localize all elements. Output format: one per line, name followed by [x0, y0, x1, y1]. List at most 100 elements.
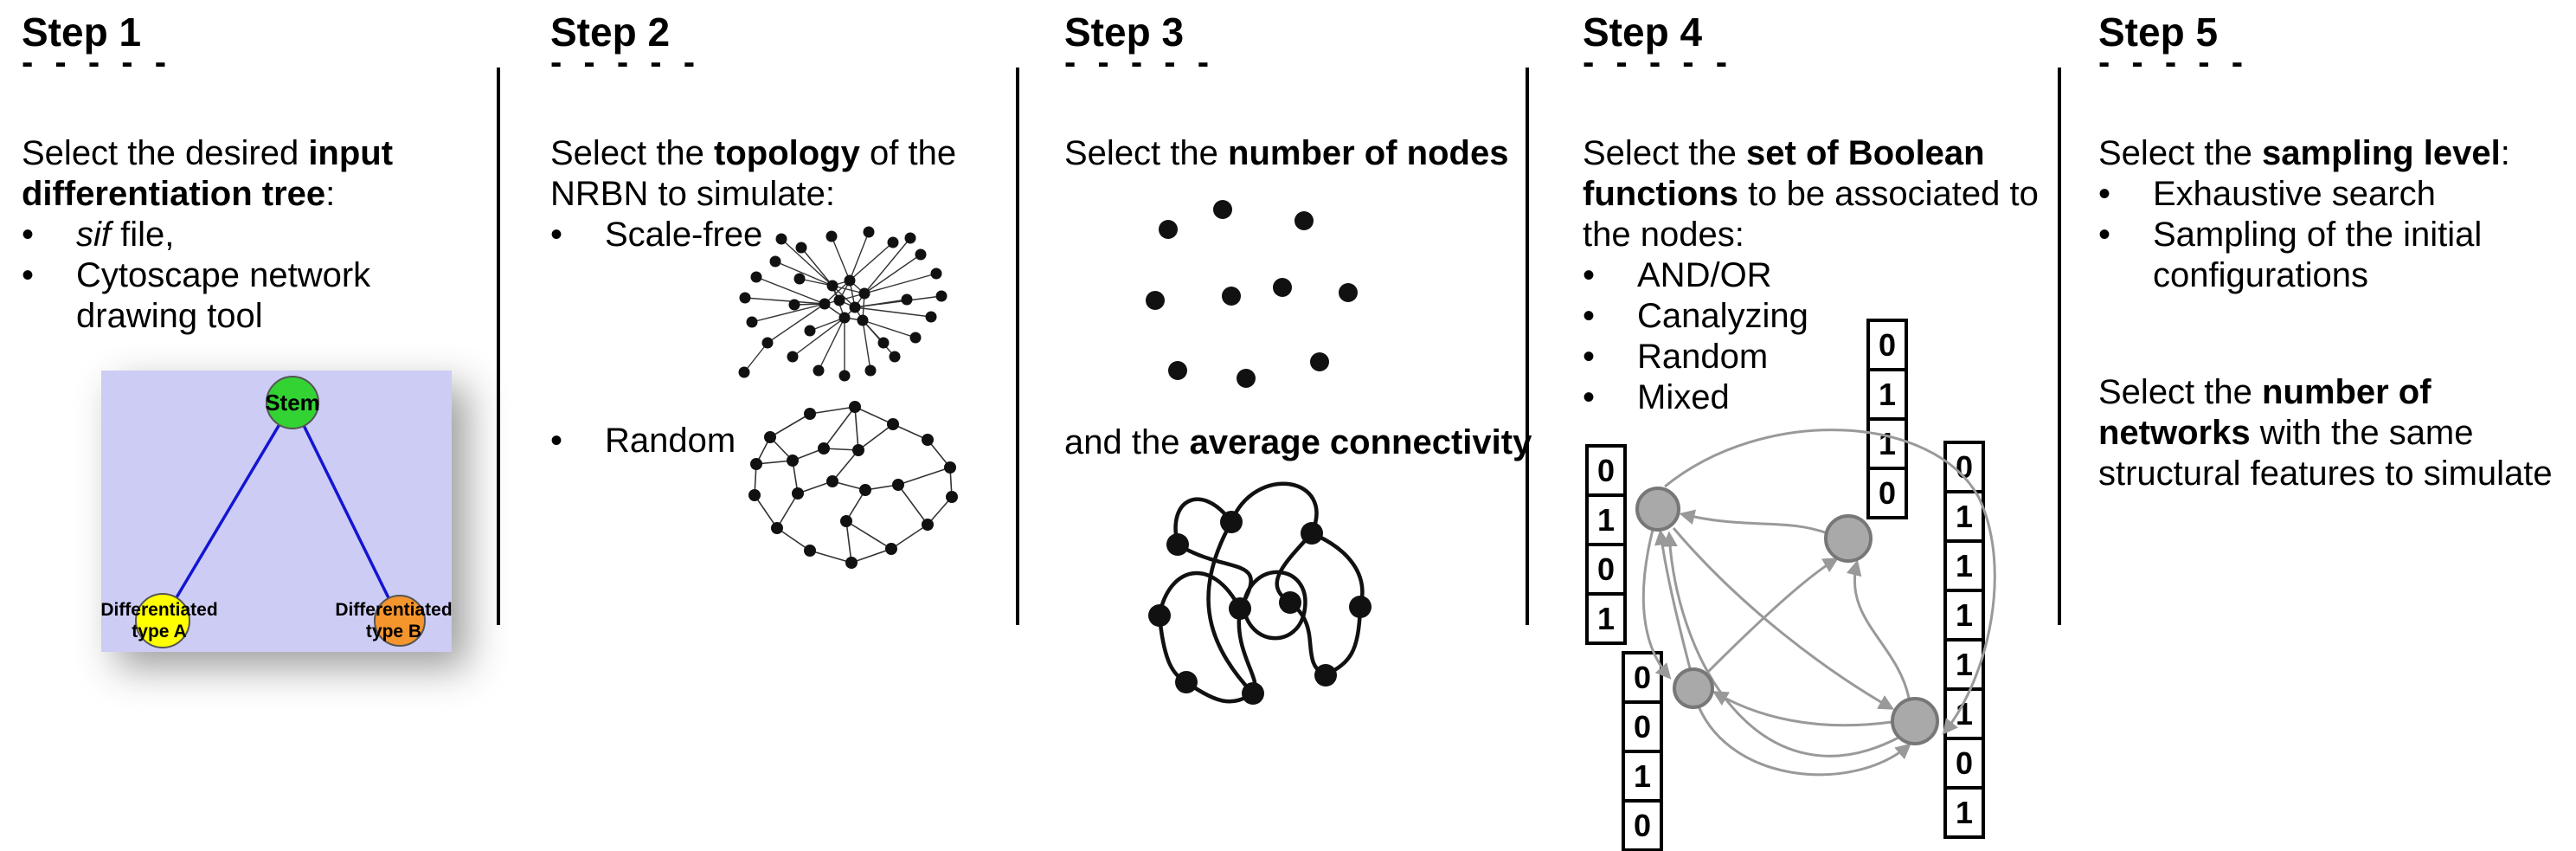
net-node: [825, 230, 838, 242]
boolean-network-graphic: [1635, 429, 1996, 777]
net-node: [852, 444, 864, 456]
type-b-node: [374, 595, 426, 647]
net-node: [1891, 697, 1939, 745]
paragraph-line: and the average connectivity: [1064, 423, 1532, 461]
net-node: [922, 434, 934, 446]
binary-cell: 1: [1866, 417, 1908, 470]
net-node: [1213, 200, 1232, 219]
net-edge: [1697, 706, 1911, 777]
paragraph-line: Select the topology of the: [550, 134, 957, 172]
net-node: [739, 292, 751, 304]
net-node: [1242, 682, 1264, 705]
net-edge: [797, 480, 833, 494]
net-node: [1148, 604, 1171, 627]
net-edge: [1664, 429, 1996, 735]
net-node: [775, 233, 787, 245]
net-node: [922, 519, 934, 531]
bullet-sampling: •Sampling of the initial: [2098, 216, 2483, 254]
net-node: [826, 280, 838, 292]
step-1-paragraph: Select the desired input differentiation…: [22, 133, 393, 337]
net-edge: [890, 524, 928, 550]
binary-cell: 0: [1866, 319, 1908, 371]
binary-cell: 1: [1943, 786, 1985, 839]
net-edge: [781, 238, 833, 287]
net-node: [813, 364, 825, 377]
step-5-paragraph: Select the sampling level: •Exhaustive s…: [2098, 133, 2510, 296]
net-edge: [854, 406, 894, 425]
net-edge: [1241, 570, 1307, 641]
bullet-sif-file: •sif file,: [22, 216, 175, 254]
paragraph-line: differentiation tree:: [22, 175, 336, 213]
net-node: [771, 522, 783, 534]
bullet-icon: •: [550, 422, 563, 460]
net-edge: [897, 467, 951, 486]
net-edge: [892, 423, 928, 441]
net-edge: [1311, 531, 1365, 608]
net-node: [887, 236, 899, 248]
bullet-mixed: •Mixed: [1583, 378, 1730, 416]
net-edge: [823, 406, 856, 449]
type-a-label: Differentiated type A: [100, 600, 218, 641]
net-edge: [1288, 601, 1327, 678]
bullet-icon: •: [2098, 175, 2111, 213]
divider-4: [2058, 68, 2061, 625]
step-4-title: Step 4: [1583, 10, 1703, 55]
divider-3: [1526, 68, 1529, 625]
net-node: [818, 442, 830, 455]
bullet-icon: •: [2098, 216, 2111, 254]
stem-label: Stem: [265, 389, 320, 416]
net-node: [1175, 671, 1198, 693]
nodes-dots-graphic: [1146, 200, 1358, 388]
step-4-column: Step 4 - - - - - Select the set of Boole…: [1583, 0, 2058, 851]
stem-node: Stem: [265, 376, 320, 429]
net-edge: [831, 235, 851, 281]
bullet-sampling-line2: configurations: [2153, 256, 2369, 294]
net-node: [864, 364, 877, 377]
net-node: [792, 487, 804, 500]
net-node: [833, 294, 845, 306]
step-4-paragraph: Select the set of Boolean functions to b…: [1583, 133, 2039, 418]
net-edge: [809, 550, 852, 564]
divider-1: [497, 68, 500, 625]
net-edge: [800, 247, 833, 287]
net-edge: [744, 297, 825, 305]
net-node: [1635, 487, 1680, 532]
net-edge: [754, 494, 778, 529]
step-5-paragraph-2: Select the number of networks with the s…: [2098, 372, 2553, 494]
net-node: [1146, 291, 1165, 310]
net-node: [885, 543, 897, 555]
bullet-scale-free: •Scale-free: [550, 216, 763, 254]
bullet-icon: •: [550, 216, 563, 254]
bullet-icon: •: [1583, 256, 1596, 294]
step-2-column: Step 2 - - - - - Select the topology of …: [550, 0, 1016, 851]
net-node: [849, 301, 861, 313]
step-4-dashes: - - - - -: [1583, 43, 1734, 81]
net-node: [1273, 278, 1292, 297]
net-edge: [851, 548, 892, 564]
net-node: [764, 431, 776, 443]
tree-edges: [161, 402, 401, 622]
net-edge: [776, 527, 811, 551]
net-node: [1222, 287, 1241, 306]
net-edge: [792, 317, 845, 358]
net-node: [1310, 352, 1329, 371]
net-node: [909, 332, 922, 344]
net-edge: [845, 489, 866, 522]
net-node: [857, 314, 869, 326]
bullet-icon: •: [22, 216, 35, 254]
net-edge: [854, 306, 932, 318]
type-b-label: Differentiated type B: [335, 600, 453, 641]
net-node: [892, 479, 904, 491]
net-node: [761, 337, 774, 349]
net-edge: [845, 520, 892, 550]
paragraph-line: Select the sampling level:: [2098, 134, 2510, 172]
net-edge: [161, 402, 294, 622]
net-node: [804, 545, 816, 557]
net-node: [1220, 511, 1243, 533]
step-2-dashes: - - - - -: [550, 43, 702, 81]
step-5-title: Step 5: [2098, 10, 2219, 55]
step-1-title: Step 1: [22, 10, 142, 55]
net-node: [915, 248, 927, 261]
net-node: [804, 325, 816, 337]
